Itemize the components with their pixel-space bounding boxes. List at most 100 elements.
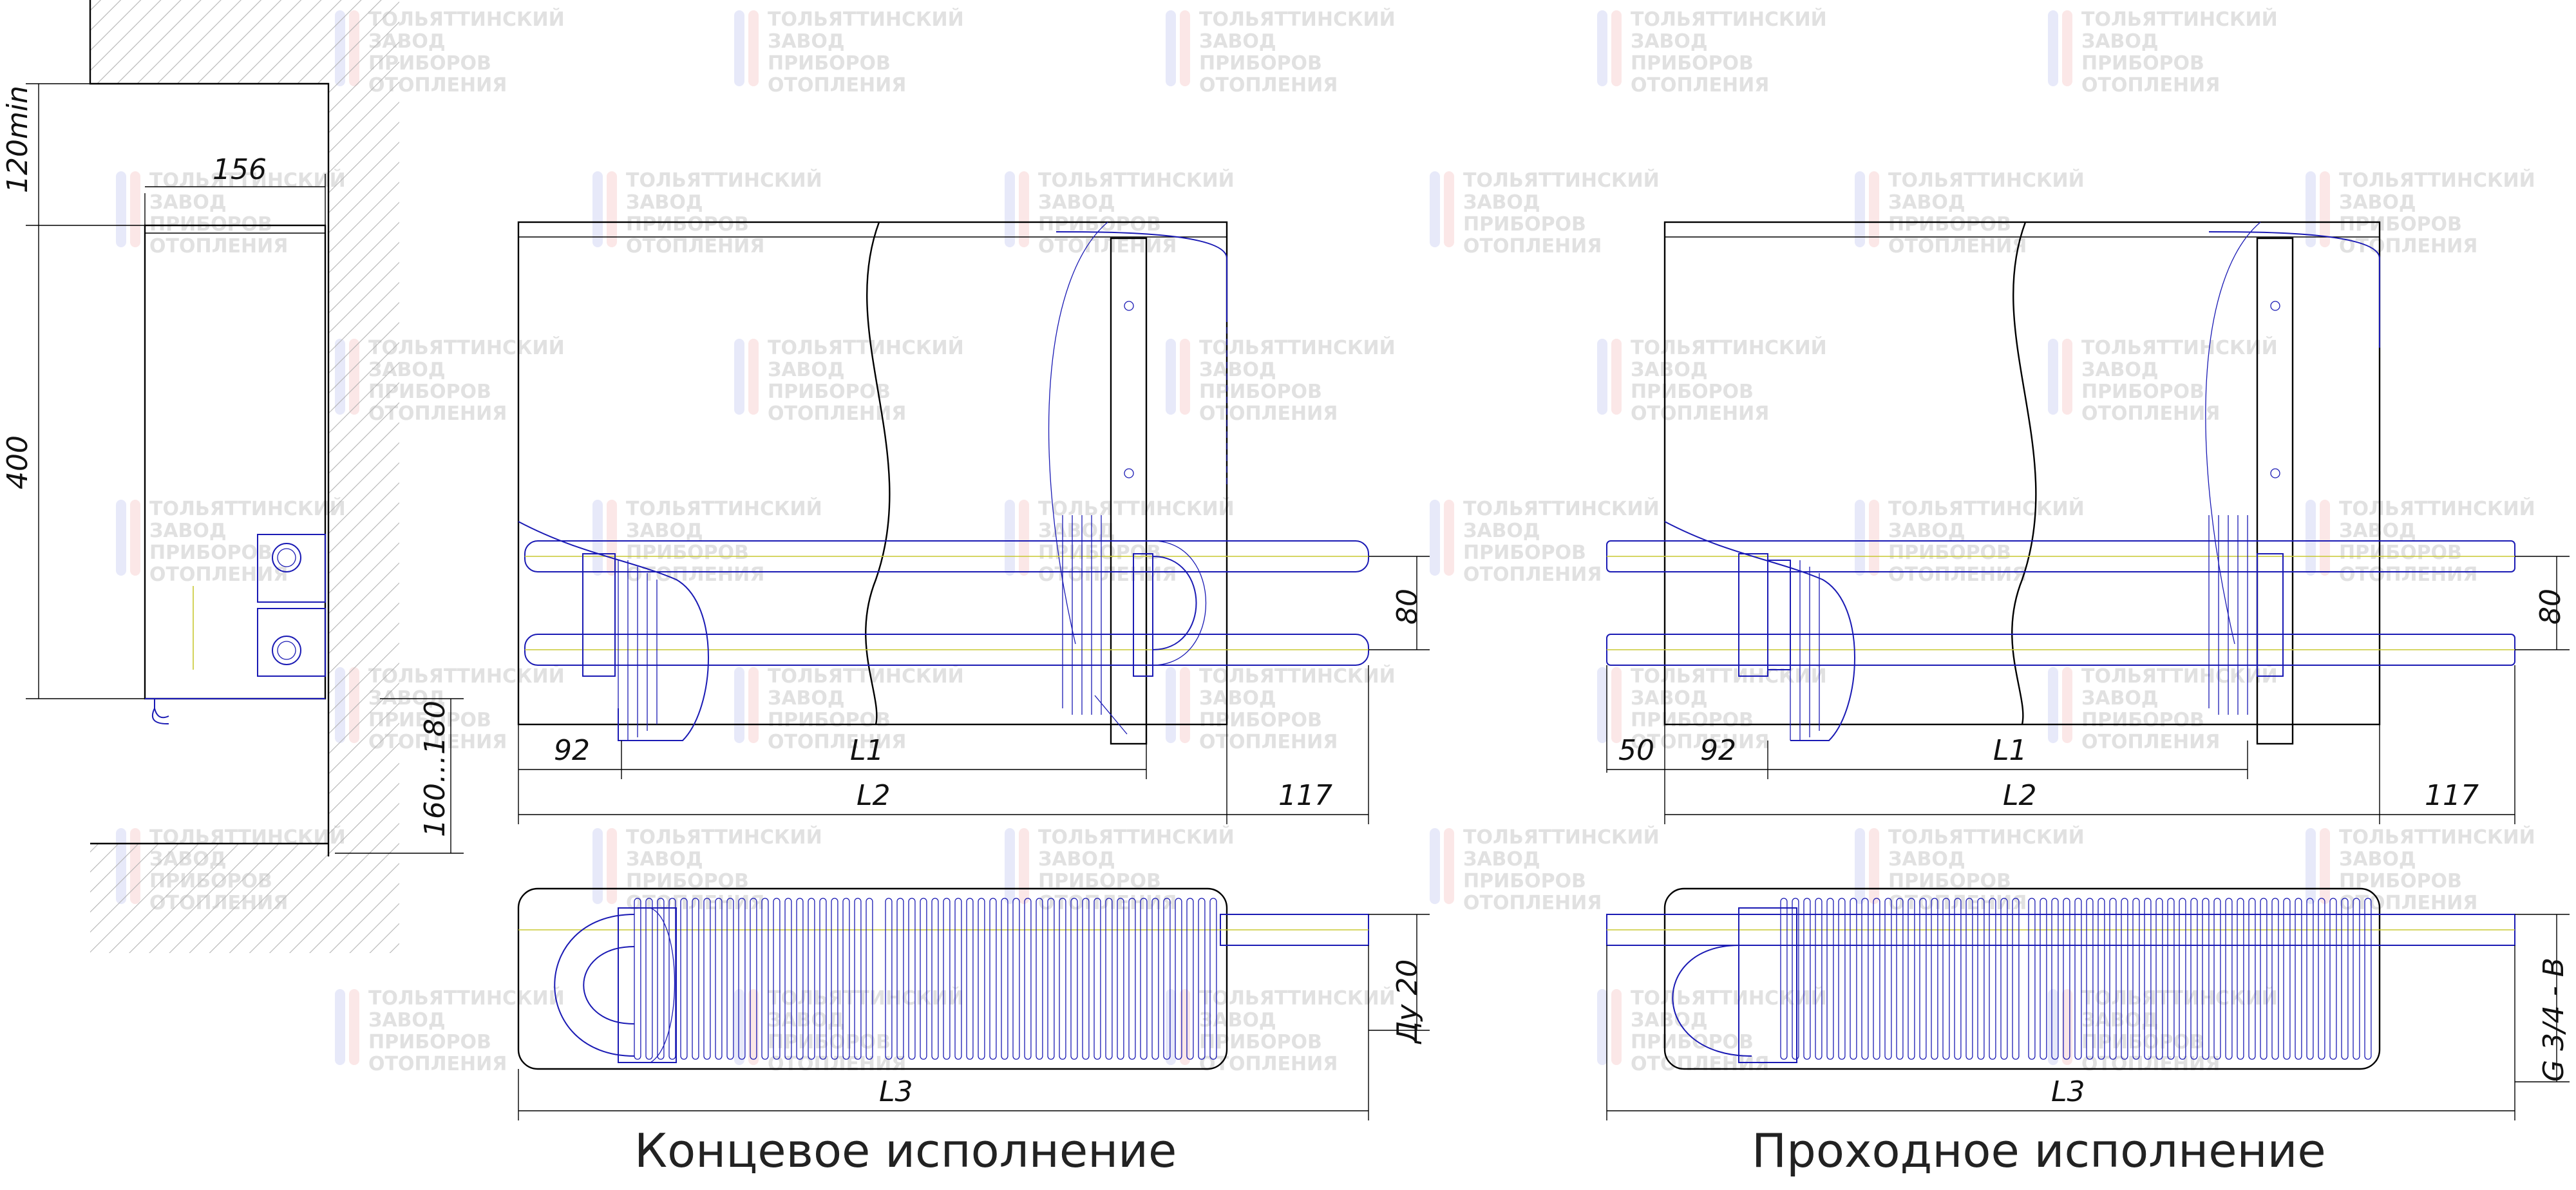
- svg-text:ЗАВОД: ЗАВОД: [2081, 30, 2159, 53]
- dim-L3-end: L3: [879, 1075, 913, 1108]
- svg-text:ЗАВОД: ЗАВОД: [1038, 848, 1115, 871]
- svg-text:ТОЛЬЯТТИНСКИЙ: ТОЛЬЯТТИНСКИЙ: [1038, 826, 1235, 849]
- svg-text:ПРИБОРОВ: ПРИБОРОВ: [1038, 542, 1161, 564]
- svg-text:ПРИБОРОВ: ПРИБОРОВ: [1199, 1031, 1322, 1053]
- svg-text:ОТОПЛЕНИЯ: ОТОПЛЕНИЯ: [2339, 235, 2477, 258]
- svg-text:ЗАВОД: ЗАВОД: [1038, 191, 1115, 214]
- svg-text:ТОЛЬЯТТИНСКИЙ: ТОЛЬЯТТИНСКИЙ: [1888, 826, 2085, 849]
- svg-text:ТОЛЬЯТТИНСКИЙ: ТОЛЬЯТТИНСКИЙ: [768, 8, 964, 31]
- end-version-front: 92 L1 L2 117 80: [517, 221, 1430, 824]
- dim-L3-pass: L3: [2051, 1075, 2085, 1108]
- svg-text:ОТОПЛЕНИЯ: ОТОПЛЕНИЯ: [768, 402, 906, 425]
- svg-text:ПРИБОРОВ: ПРИБОРОВ: [2081, 1031, 2204, 1053]
- svg-text:ПРИБОРОВ: ПРИБОРОВ: [768, 709, 891, 732]
- svg-text:ТОЛЬЯТТИНСКИЙ: ТОЛЬЯТТИНСКИЙ: [2339, 497, 2535, 520]
- svg-text:ОТОПЛЕНИЯ: ОТОПЛЕНИЯ: [149, 563, 288, 586]
- svg-text:ОТОПЛЕНИЯ: ОТОПЛЕНИЯ: [1631, 74, 1769, 97]
- svg-text:ОТОПЛЕНИЯ: ОТОПЛЕНИЯ: [2339, 892, 2477, 914]
- svg-text:ЗАВОД: ЗАВОД: [1199, 30, 1276, 53]
- svg-text:ОТОПЛЕНИЯ: ОТОПЛЕНИЯ: [1888, 563, 2027, 586]
- caption-end-version: Концевое исполнение: [634, 1124, 1177, 1178]
- svg-text:ТОЛЬЯТТИНСКИЙ: ТОЛЬЯТТИНСКИЙ: [2081, 336, 2278, 359]
- dim-80-end: 80: [1391, 589, 1424, 625]
- svg-text:ТОЛЬЯТТИНСКИЙ: ТОЛЬЯТТИНСКИЙ: [1631, 8, 1827, 31]
- svg-text:ТОЛЬЯТТИНСКИЙ: ТОЛЬЯТТИНСКИЙ: [1199, 987, 1396, 1010]
- dim-400: 400: [1, 435, 34, 489]
- svg-text:ТОЛЬЯТТИНСКИЙ: ТОЛЬЯТТИНСКИЙ: [368, 336, 565, 359]
- dim-L1-pass: L1: [1993, 734, 2027, 767]
- dim-L2-pass: L2: [2003, 779, 2037, 812]
- svg-text:ПРИБОРОВ: ПРИБОРОВ: [1631, 709, 1754, 732]
- svg-text:ТОЛЬЯТТИНСКИЙ: ТОЛЬЯТТИНСКИЙ: [1463, 826, 1660, 849]
- svg-text:ЗАВОД: ЗАВОД: [1463, 191, 1540, 214]
- caption-pass-version: Проходное исполнение: [1752, 1124, 2326, 1178]
- svg-text:ПРИБОРОВ: ПРИБОРОВ: [1888, 213, 2011, 236]
- svg-text:ТОЛЬЯТТИНСКИЙ: ТОЛЬЯТТИНСКИЙ: [1463, 169, 1660, 192]
- svg-text:ПРИБОРОВ: ПРИБОРОВ: [626, 213, 749, 236]
- svg-text:ЗАВОД: ЗАВОД: [149, 191, 227, 214]
- svg-text:ПРИБОРОВ: ПРИБОРОВ: [368, 1031, 491, 1053]
- svg-text:ОТОПЛЕНИЯ: ОТОПЛЕНИЯ: [768, 1053, 906, 1075]
- svg-text:ЗАВОД: ЗАВОД: [1038, 520, 1115, 542]
- svg-text:ЗАВОД: ЗАВОД: [1631, 1009, 1708, 1032]
- svg-text:ЗАВОД: ЗАВОД: [2081, 687, 2159, 710]
- svg-text:ОТОПЛЕНИЯ: ОТОПЛЕНИЯ: [368, 1053, 507, 1075]
- svg-text:ОТОПЛЕНИЯ: ОТОПЛЕНИЯ: [1038, 892, 1177, 914]
- svg-text:ТОЛЬЯТТИНСКИЙ: ТОЛЬЯТТИНСКИЙ: [368, 987, 565, 1010]
- svg-text:ЗАВОД: ЗАВОД: [2339, 848, 2416, 871]
- svg-text:ПРИБОРОВ: ПРИБОРОВ: [2081, 381, 2204, 403]
- svg-text:ТОЛЬЯТТИНСКИЙ: ТОЛЬЯТТИНСКИЙ: [1199, 336, 1396, 359]
- svg-text:ЗАВОД: ЗАВОД: [1888, 191, 1965, 214]
- svg-text:ЗАВОД: ЗАВОД: [1888, 520, 1965, 542]
- svg-text:ТОЛЬЯТТИНСКИЙ: ТОЛЬЯТТИНСКИЙ: [1888, 169, 2085, 192]
- svg-text:ТОЛЬЯТТИНСКИЙ: ТОЛЬЯТТИНСКИЙ: [626, 169, 822, 192]
- svg-text:ОТОПЛЕНИЯ: ОТОПЛЕНИЯ: [626, 235, 764, 258]
- svg-text:ТОЛЬЯТТИНСКИЙ: ТОЛЬЯТТИНСКИЙ: [1631, 336, 1827, 359]
- svg-text:ОТОПЛЕНИЯ: ОТОПЛЕНИЯ: [1463, 563, 1602, 586]
- svg-text:ПРИБОРОВ: ПРИБОРОВ: [2339, 542, 2462, 564]
- svg-text:ОТОПЛЕНИЯ: ОТОПЛЕНИЯ: [1038, 235, 1177, 258]
- svg-text:ПРИБОРОВ: ПРИБОРОВ: [1463, 213, 1586, 236]
- svg-text:ТОЛЬЯТТИНСКИЙ: ТОЛЬЯТТИНСКИЙ: [2081, 8, 2278, 31]
- fins-top-pass: [1780, 898, 2372, 1060]
- pass-version-top: L3 G 3/4 - B: [1606, 887, 2570, 1120]
- svg-text:ОТОПЛЕНИЯ: ОТОПЛЕНИЯ: [1631, 402, 1769, 425]
- svg-text:ОТОПЛЕНИЯ: ОТОПЛЕНИЯ: [2081, 402, 2220, 425]
- wall-hatch: [90, 0, 399, 953]
- svg-text:ЗАВОД: ЗАВОД: [768, 359, 845, 381]
- svg-text:ПРИБОРОВ: ПРИБОРОВ: [626, 542, 749, 564]
- svg-text:ЗАВОД: ЗАВОД: [1463, 848, 1540, 871]
- svg-text:ОТОПЛЕНИЯ: ОТОПЛЕНИЯ: [1199, 74, 1338, 97]
- svg-text:ТОЛЬЯТТИНСКИЙ: ТОЛЬЯТТИНСКИЙ: [626, 826, 822, 849]
- svg-text:ПРИБОРОВ: ПРИБОРОВ: [1199, 381, 1322, 403]
- dim-92-end: 92: [554, 734, 590, 767]
- svg-text:ЗАВОД: ЗАВОД: [2339, 520, 2416, 542]
- svg-text:ПРИБОРОВ: ПРИБОРОВ: [1631, 1031, 1754, 1053]
- svg-text:ТОЛЬЯТТИНСКИЙ: ТОЛЬЯТТИНСКИЙ: [1038, 169, 1235, 192]
- svg-text:ЗАВОД: ЗАВОД: [1888, 848, 1965, 871]
- svg-text:ЗАВОД: ЗАВОД: [1631, 687, 1708, 710]
- svg-text:ПРИБОРОВ: ПРИБОРОВ: [1631, 381, 1754, 403]
- svg-text:ОТОПЛЕНИЯ: ОТОПЛЕНИЯ: [1631, 731, 1769, 753]
- dim-80-pass: 80: [2534, 589, 2567, 625]
- dim-du20: Ду 20: [1391, 959, 1424, 1044]
- svg-text:ТОЛЬЯТТИНСКИЙ: ТОЛЬЯТТИНСКИЙ: [626, 497, 822, 520]
- svg-text:ЗАВОД: ЗАВОД: [1631, 30, 1708, 53]
- svg-text:ПРИБОРОВ: ПРИБОРОВ: [1463, 542, 1586, 564]
- svg-text:ПРИБОРОВ: ПРИБОРОВ: [2081, 709, 2204, 732]
- svg-text:ТОЛЬЯТТИНСКИЙ: ТОЛЬЯТТИНСКИЙ: [1199, 665, 1396, 688]
- svg-text:ЗАВОД: ЗАВОД: [626, 520, 703, 542]
- svg-text:ЗАВОД: ЗАВОД: [1463, 520, 1540, 542]
- svg-text:ЗАВОД: ЗАВОД: [626, 848, 703, 871]
- svg-text:ЗАВОД: ЗАВОД: [1199, 359, 1276, 381]
- svg-text:ПРИБОРОВ: ПРИБОРОВ: [768, 381, 891, 403]
- svg-text:ТОЛЬЯТТИНСКИЙ: ТОЛЬЯТТИНСКИЙ: [768, 336, 964, 359]
- svg-text:ЗАВОД: ЗАВОД: [368, 1009, 446, 1032]
- fins-left-pass: [1790, 560, 1820, 741]
- pass-version-front: 50 92 L1 L2 117 80: [1606, 221, 2570, 824]
- wall-edge: [89, 0, 330, 856]
- svg-text:ОТОПЛЕНИЯ: ОТОПЛЕНИЯ: [2081, 731, 2220, 753]
- convector-body: [144, 224, 327, 700]
- side-view: 120min 156 400 160…180: [1, 0, 464, 953]
